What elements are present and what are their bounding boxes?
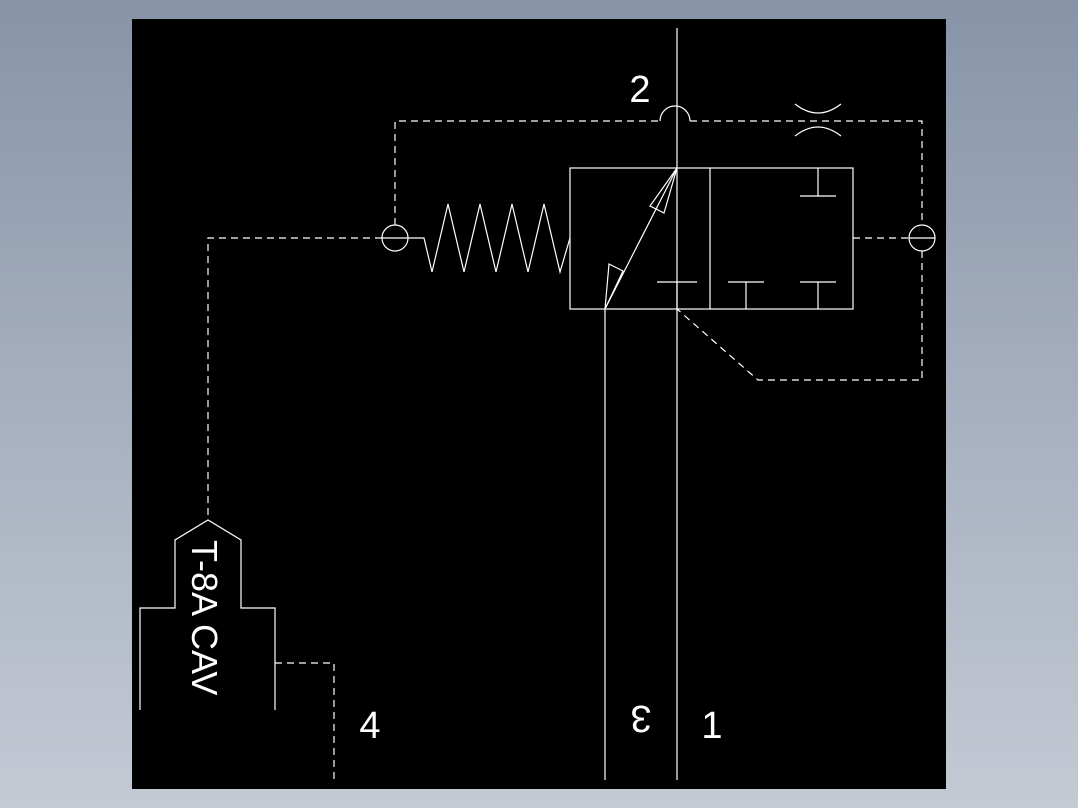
flow-arrow-icon — [604, 167, 678, 310]
blocked-ports-icon — [728, 168, 836, 309]
valve-body — [569, 167, 854, 310]
restrictor-icon — [794, 103, 842, 137]
component-label: T-8A CAV — [184, 540, 225, 695]
port-2-label: 2 — [629, 69, 650, 111]
pilot-lines — [207, 105, 923, 780]
blocked-port-icon — [657, 281, 697, 309]
port-4-label: 4 — [359, 705, 380, 747]
pilot-port-left-icon — [381, 224, 409, 252]
spring-actuator-icon — [408, 203, 571, 275]
port-1-label: 1 — [701, 705, 722, 747]
pilot-port-right-icon — [908, 224, 936, 252]
cav-component-outline — [139, 519, 276, 710]
port-3-label: 3 — [630, 697, 651, 739]
drawing-canvas — [132, 19, 946, 789]
